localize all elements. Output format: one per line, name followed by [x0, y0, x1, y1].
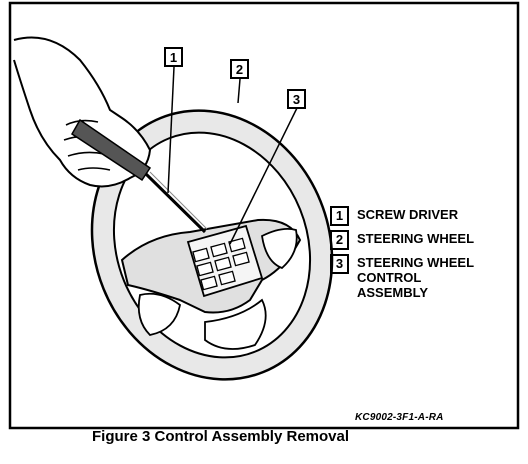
control-assembly [186, 224, 264, 298]
legend-label-3: STEERING WHEEL CONTROL ASSEMBLY [357, 255, 475, 300]
legend-num-3: 3 [330, 254, 349, 274]
callout-box-3 [287, 89, 306, 109]
wheel-opening-right [204, 298, 267, 350]
callout-num-3: 3 [293, 92, 300, 107]
leader-line-1 [167, 66, 175, 194]
callout-num-1: 1 [170, 50, 177, 65]
hand-with-screwdriver [13, 36, 208, 234]
legend-num-1: 1 [330, 206, 349, 226]
figure-code: KC9002-3F1-A-RA [355, 412, 444, 423]
screwdriver-shaft [144, 172, 207, 234]
wheel-opening-left [137, 292, 181, 336]
legend-num-2: 2 [330, 230, 349, 250]
figure-frame [8, 1, 520, 430]
leader-line-2 [237, 78, 241, 104]
legend-label-2: STEERING WHEEL [357, 231, 475, 246]
leader-line-3 [229, 107, 298, 245]
wheel-opening-upper-right [261, 227, 298, 270]
figure-caption: Figure 3 Control Assembly Removal [92, 428, 350, 445]
callout-num-2: 2 [236, 62, 243, 77]
screwdriver-handle [70, 118, 152, 182]
legend-label-1: SCREW DRIVER [357, 207, 459, 222]
callout-box-2 [230, 59, 249, 79]
callout-box-1 [164, 47, 183, 67]
